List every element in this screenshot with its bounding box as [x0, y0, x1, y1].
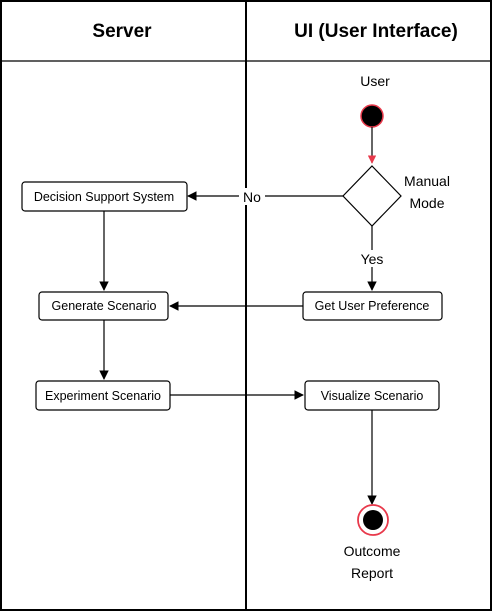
- decision-label-line1: Manual: [404, 173, 450, 189]
- edge-label-no: No: [243, 189, 261, 205]
- user-label: User: [360, 73, 390, 89]
- visualize-scenario-label: Visualize Scenario: [321, 389, 424, 403]
- lane-title-server: Server: [92, 21, 152, 42]
- experiment-scenario-label: Experiment Scenario: [45, 389, 161, 403]
- decision-support-label: Decision Support System: [34, 190, 174, 204]
- lane-title-ui: UI (User Interface): [294, 21, 458, 42]
- decision-label-line2: Mode: [409, 195, 444, 211]
- generate-scenario-label: Generate Scenario: [52, 299, 157, 313]
- start-node: [360, 104, 384, 128]
- get-user-preference-label: Get User Preference: [315, 299, 430, 313]
- edge-label-yes: Yes: [361, 251, 384, 267]
- no-label-bg: [239, 188, 265, 205]
- outcome-label-line1: Outcome: [344, 543, 401, 559]
- end-node-core: [363, 510, 383, 530]
- outcome-label-line2: Report: [351, 565, 393, 581]
- yes-label-bg: [358, 250, 386, 267]
